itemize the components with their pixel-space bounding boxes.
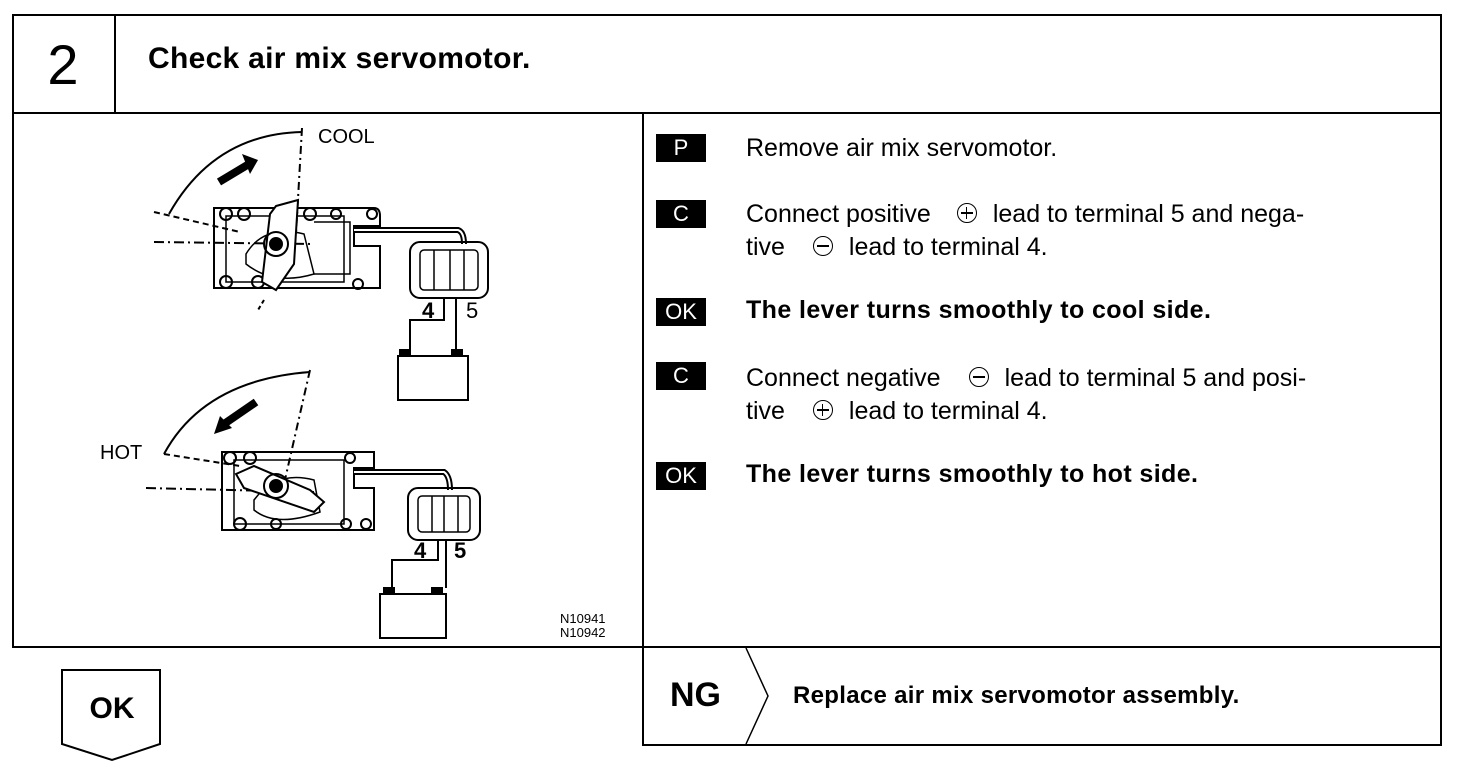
step-connect-positive-pre: Connect positive	[746, 200, 931, 228]
hot-label: HOT	[100, 442, 143, 464]
step-connect-negative-pre: Connect negative	[746, 364, 941, 392]
terminal-5-label-lower: 5	[454, 538, 467, 563]
minus-symbol-icon	[968, 367, 989, 387]
step-connect-negative-line2-post: lead to terminal 4.	[848, 397, 1048, 425]
step-number: 2	[47, 32, 79, 96]
ok-arrow-box	[61, 669, 161, 762]
ng-label: NG	[670, 676, 721, 714]
badge-check-2: C	[656, 362, 706, 390]
step-connect-negative: Connect negative lead to terminal 5 and p…	[746, 362, 1426, 428]
step-connect-positive-post: lead to terminal 5 and nega-	[992, 200, 1305, 228]
terminal-4-label-lower: 4	[414, 538, 427, 563]
ng-chevron-icon	[745, 647, 769, 745]
column-divider	[642, 112, 644, 648]
step-connect-positive: Connect positive lead to terminal 5 and n…	[746, 198, 1426, 264]
figure-code-2: N10942	[560, 625, 606, 640]
step-connect-negative-line2-pre: tive	[746, 397, 785, 425]
minus-symbol-icon	[812, 236, 833, 256]
badge-ok-1: OK	[656, 298, 706, 326]
terminal-4-label-upper: 4	[422, 298, 435, 323]
ng-result-box	[642, 646, 1442, 746]
badge-ok-2: OK	[656, 462, 706, 490]
cool-servomotor-figure	[153, 127, 489, 401]
step-remove-text: Remove air mix servomotor.	[746, 134, 1058, 162]
step-title: Check air mix servomotor.	[148, 42, 531, 75]
cool-label: COOL	[318, 126, 375, 148]
servomotor-diagram	[145, 127, 489, 639]
plus-symbol-icon	[956, 203, 977, 223]
badge-check-1: C	[656, 200, 706, 228]
step-number-box	[12, 14, 116, 114]
badge-prepare: P	[656, 134, 706, 162]
terminal-5-label-upper: 5	[466, 298, 479, 323]
ng-action-text: Replace air mix servomotor assembly.	[793, 682, 1240, 709]
result-hot-text: The lever turns smoothly to hot side.	[746, 460, 1199, 488]
figure-code-1: N10941	[560, 611, 606, 626]
step-connect-positive-line2-post: lead to terminal 4.	[848, 233, 1048, 261]
ok-label: OK	[89, 692, 135, 725]
plus-symbol-icon	[812, 400, 833, 420]
step-connect-negative-post: lead to terminal 5 and posi-	[1004, 364, 1307, 392]
hot-servomotor-figure	[145, 369, 481, 639]
figure-code: N10941 N10942	[560, 612, 606, 640]
result-cool-text: The lever turns smoothly to cool side.	[746, 296, 1212, 324]
step-connect-positive-line2-pre: tive	[746, 233, 785, 261]
